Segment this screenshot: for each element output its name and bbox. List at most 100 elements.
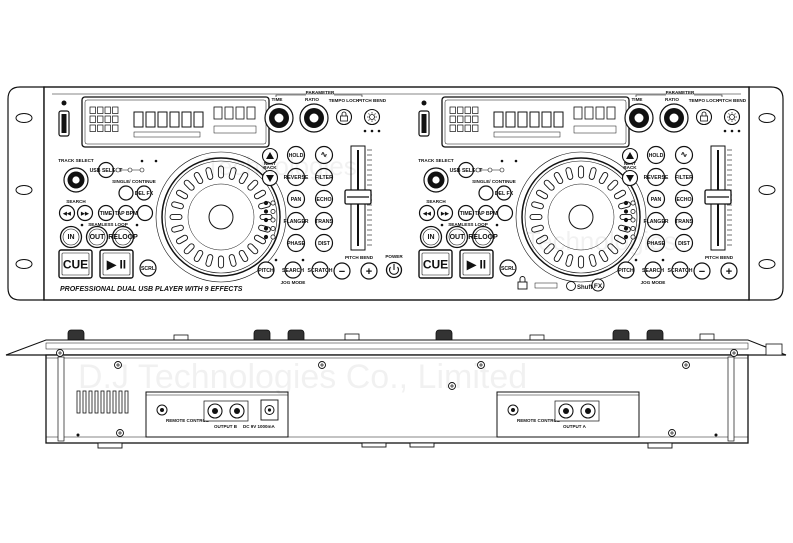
tap-bpm-button[interactable] — [117, 204, 135, 222]
jog-search-button[interactable] — [644, 261, 662, 279]
usb-led — [115, 167, 121, 173]
effect-button-flanger[interactable] — [286, 211, 306, 231]
power-icon — [388, 266, 400, 275]
sun-ray — [374, 113, 376, 115]
lock-icon — [700, 115, 708, 122]
search-label: SEARCH — [426, 199, 446, 204]
lcd-segment — [472, 124, 479, 132]
tap-bpm-button-label: TAP BPM — [475, 211, 498, 217]
reloop-button[interactable] — [111, 225, 135, 249]
search-back-button[interactable] — [58, 204, 76, 222]
loop-led — [495, 223, 499, 227]
effect-button-echo[interactable] — [674, 189, 694, 209]
vent-slot — [106, 390, 111, 414]
effect-button-pan-label: PAN — [651, 197, 662, 203]
tap-bpm-button[interactable] — [477, 204, 495, 222]
effect-button-flanger[interactable] — [646, 211, 666, 231]
effect-button-pan[interactable] — [646, 189, 666, 209]
pitch-bend-minus-button[interactable] — [693, 262, 711, 280]
effect-led — [263, 200, 269, 206]
effect-button-echo[interactable] — [314, 189, 334, 209]
jog-mode-led — [301, 258, 305, 262]
pitch-range-led — [737, 129, 741, 133]
loop-out-button[interactable] — [445, 225, 469, 249]
usb-select-button-label: USB SELECT — [450, 168, 484, 174]
effect-button-trans[interactable] — [314, 211, 334, 231]
effect-button-hold[interactable] — [646, 145, 666, 165]
loop-in-button[interactable] — [59, 225, 83, 249]
del-fx-button[interactable] — [496, 185, 512, 201]
jog-search-button[interactable] — [284, 261, 302, 279]
search-forward-button[interactable] — [76, 204, 94, 222]
usb-select-button[interactable] — [97, 161, 115, 179]
loop-out-button[interactable] — [85, 225, 109, 249]
effect-led — [270, 200, 276, 206]
effect-button-dist[interactable] — [674, 233, 694, 253]
panel-caption: PROFESSIONAL DUAL USB PLAYER WITH 9 EFFE… — [60, 286, 243, 293]
vent-slot — [76, 390, 81, 414]
auto-button[interactable] — [496, 204, 514, 222]
effect-button-reverse[interactable] — [646, 167, 666, 187]
pitch-bend-minus-button[interactable] — [333, 262, 351, 280]
single-button[interactable] — [118, 185, 134, 201]
effect-button-phase[interactable] — [646, 233, 666, 253]
effect-led — [623, 209, 629, 214]
lcd-bar — [133, 131, 201, 138]
cue-button-inset — [61, 252, 90, 276]
effect-button-filter[interactable] — [314, 167, 334, 187]
play-pause-button[interactable] — [459, 249, 494, 279]
search-back-button[interactable] — [418, 204, 436, 222]
time-mode-button[interactable] — [457, 204, 475, 222]
del-fx-button[interactable] — [136, 185, 152, 201]
time-mode-button[interactable] — [97, 204, 115, 222]
effect-button-hold[interactable] — [286, 145, 306, 165]
tempo-lock-label: TEMPO LOCK — [329, 98, 360, 103]
pitch-range-button[interactable] — [363, 108, 381, 126]
lcd-digit — [235, 106, 245, 120]
effect-button-phase[interactable] — [286, 233, 306, 253]
usb-select-button[interactable] — [457, 161, 475, 179]
effect-button-dist[interactable] — [314, 233, 334, 253]
jog-grip-slot — [553, 249, 564, 262]
search-forward-button[interactable] — [436, 204, 454, 222]
play-pause-button[interactable] — [99, 249, 134, 279]
loop-in-button[interactable] — [419, 225, 443, 249]
effect-button-trans[interactable] — [674, 211, 694, 231]
pitch-range-button[interactable] — [723, 108, 741, 126]
reloop-button[interactable] — [471, 225, 495, 249]
lcd-segment — [89, 124, 96, 132]
pitch-button[interactable] — [617, 261, 635, 279]
effect-button-filter[interactable] — [674, 167, 694, 187]
jog-grip-slot — [176, 234, 189, 245]
usb-led — [499, 167, 505, 173]
cue-button[interactable] — [58, 249, 93, 279]
scroll-button[interactable] — [139, 259, 157, 277]
effect-button-hold-label: HOLD — [289, 153, 304, 159]
effect-button-dist-label: DIST — [678, 241, 691, 247]
sun-icon — [729, 114, 735, 120]
jog-mode-label: JOG MODE — [281, 280, 306, 285]
effect-led — [263, 234, 269, 240]
scroll-button[interactable] — [499, 259, 517, 277]
pitch-bend-plus-button[interactable] — [360, 262, 378, 280]
scratch-button[interactable] — [671, 261, 689, 279]
usb-led — [127, 167, 133, 173]
jog-search-button-label: SEARCH — [282, 268, 304, 274]
effect-button-wave[interactable] — [314, 145, 334, 165]
single-button[interactable] — [478, 185, 494, 201]
cue-button[interactable] — [418, 249, 453, 279]
parameter-bracket — [275, 94, 363, 97]
jog-grip-slot — [183, 243, 195, 255]
effect-led — [630, 209, 636, 214]
jog-grip-slot — [607, 179, 619, 191]
effect-button-reverse[interactable] — [286, 167, 306, 187]
auto-button[interactable] — [136, 204, 154, 222]
pitch-bend-plus-button[interactable] — [720, 262, 738, 280]
effect-button-wave[interactable] — [674, 145, 694, 165]
lcd-segment — [97, 124, 104, 132]
parameter-label: PARAMETER — [666, 90, 695, 95]
effect-button-pan[interactable] — [286, 189, 306, 209]
pitch-button[interactable] — [257, 261, 275, 279]
scratch-button[interactable] — [311, 261, 329, 279]
